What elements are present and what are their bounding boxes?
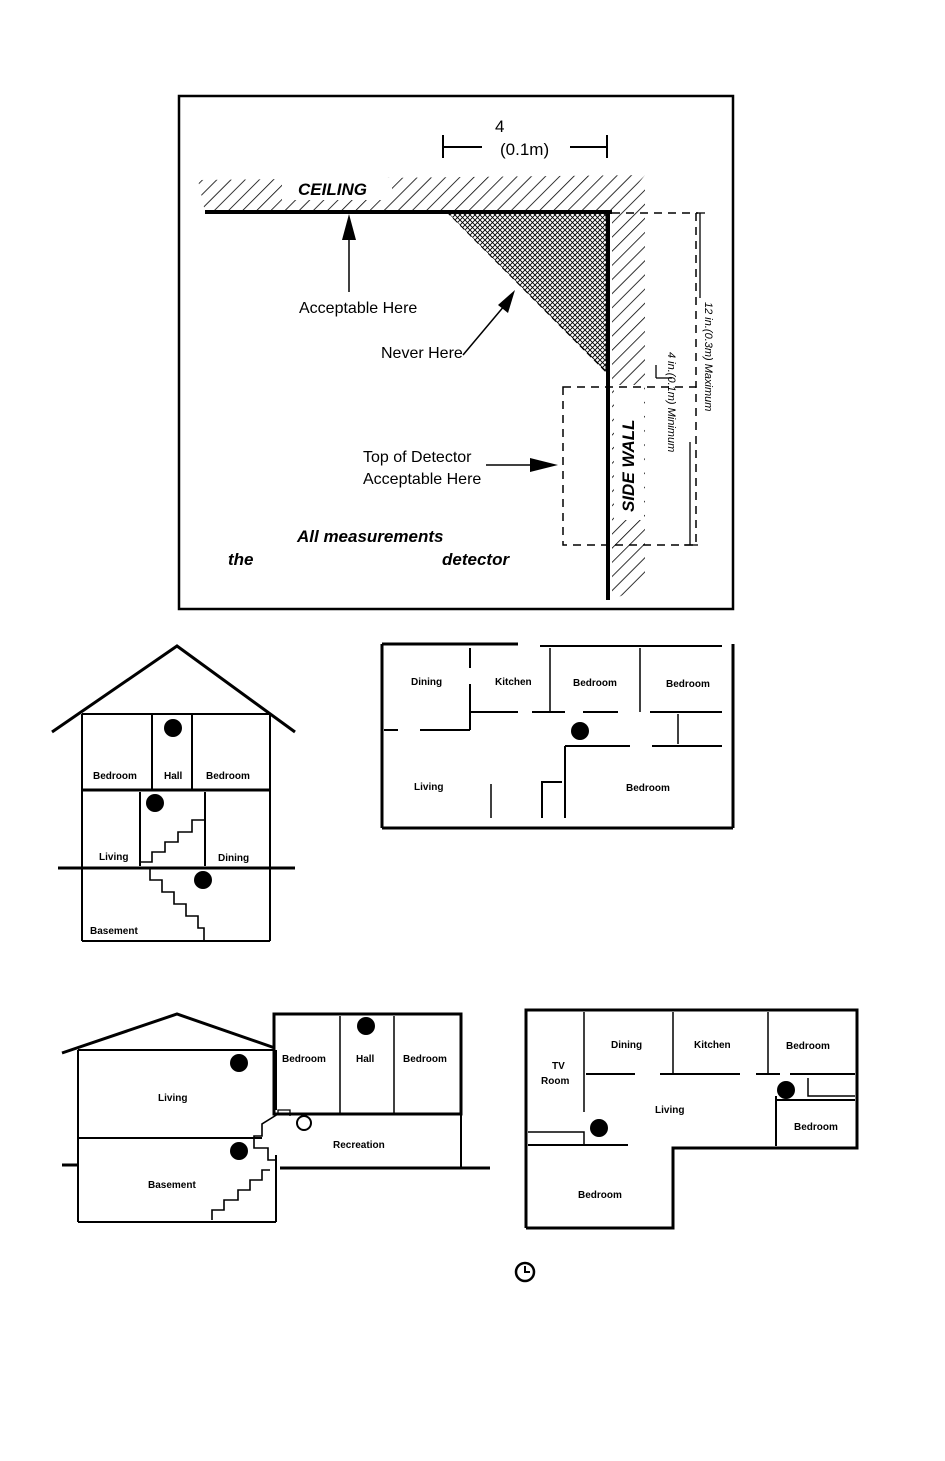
- detector-dot: [194, 871, 212, 889]
- room-label: Bedroom: [206, 771, 250, 782]
- top-of-detector-arrow: [530, 458, 558, 472]
- top-of-detector-line1: Top of Detector: [363, 449, 472, 466]
- detector-zone: [562, 386, 697, 546]
- side-wall-label: SIDE WALL: [619, 419, 638, 512]
- room-label: Dining: [611, 1040, 642, 1051]
- room-label: Living: [158, 1093, 187, 1104]
- dimension-top: 4: [495, 117, 504, 136]
- room-label: Bedroom: [403, 1054, 447, 1065]
- room-label: Bedroom: [282, 1054, 326, 1065]
- maximum-label: 12 in.(0.3m) Maximum: [702, 302, 714, 411]
- room-label: Dining: [411, 677, 442, 688]
- top-of-detector-line2: Acceptable Here: [363, 471, 481, 488]
- room-label: Bedroom: [794, 1122, 838, 1133]
- room-label: Recreation: [333, 1140, 385, 1151]
- never-here-label: Never Here: [381, 345, 463, 362]
- room-label: Hall: [356, 1054, 375, 1065]
- room-label: Bedroom: [626, 783, 670, 794]
- room-label: TV: [552, 1061, 565, 1072]
- acceptable-here-label: Acceptable Here: [299, 300, 417, 317]
- room-label: Bedroom: [786, 1041, 830, 1052]
- room-label: Dining: [218, 853, 249, 864]
- room-label: Living: [414, 782, 443, 793]
- room-label: Basement: [148, 1180, 196, 1191]
- ceiling-label: CEILING: [298, 180, 367, 199]
- house-two-story: [51, 644, 296, 942]
- dead-air-zone: [445, 211, 607, 374]
- house-split-level: [61, 1012, 490, 1223]
- acceptable-arrow: [342, 214, 356, 240]
- floor-plan-one: [380, 642, 735, 830]
- detector-dot: [230, 1054, 248, 1072]
- room-label: Kitchen: [495, 677, 532, 688]
- room-label: Living: [99, 852, 128, 863]
- note-line2-b: detector: [442, 550, 510, 569]
- ceiling-hatch: [198, 175, 645, 212]
- note-line1: All measurements: [296, 527, 443, 546]
- room-label: Kitchen: [694, 1040, 731, 1051]
- detector-dot: [357, 1017, 375, 1035]
- detector-dot: [590, 1119, 608, 1137]
- room-label: Basement: [90, 926, 138, 937]
- dimension-top-metric: (0.1m): [500, 140, 549, 159]
- room-label: Bedroom: [573, 678, 617, 689]
- room-label: Hall: [164, 771, 183, 782]
- detector-dot: [164, 719, 182, 737]
- never-arrow: [498, 290, 515, 313]
- optional-detector-icon: [296, 1115, 312, 1131]
- diagram-frame: [177, 94, 735, 611]
- optional-detector-legend-icon: [514, 1261, 536, 1283]
- detector-dot: [777, 1081, 795, 1099]
- room-label: Room: [541, 1076, 569, 1087]
- room-label: Living: [655, 1105, 684, 1116]
- room-label: Bedroom: [578, 1190, 622, 1201]
- note-line2-a: the: [228, 550, 254, 569]
- mounting-diagram: 4 (0.1m) CEILING Acceptable Here Never H…: [177, 94, 735, 611]
- floor-plan-two: [524, 1008, 859, 1230]
- detector-dot: [230, 1142, 248, 1160]
- room-label: Bedroom: [666, 679, 710, 690]
- room-label: Bedroom: [93, 771, 137, 782]
- detector-dot: [146, 794, 164, 812]
- detector-dot: [571, 722, 589, 740]
- minimum-label: 4 in.(0.1m) Minimum: [665, 352, 677, 452]
